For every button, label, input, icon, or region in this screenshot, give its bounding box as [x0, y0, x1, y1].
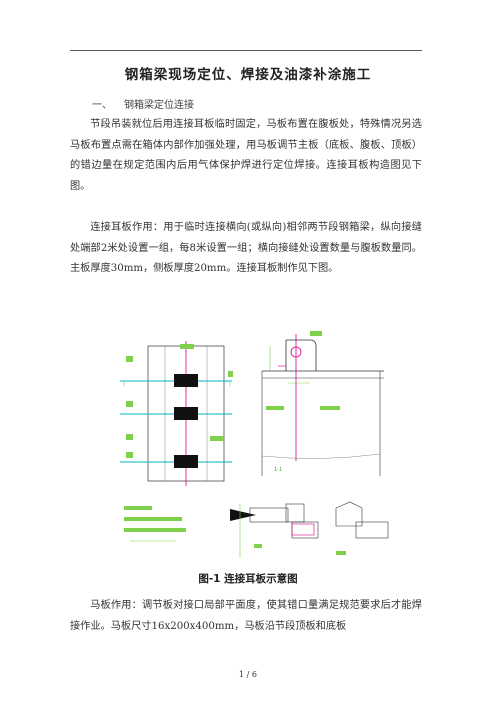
page-title: 钢箱梁现场定位、焊接及油漆补涂施工 [124, 67, 372, 83]
lug-plate-drawing: 1-1 [120, 331, 389, 558]
paragraph-2: 连接耳板作用：用于临时连接横向(或纵向)相邻两节段钢箱梁，纵向接缝处端部2米处设… [70, 218, 422, 280]
section-mark: 1-1 [274, 467, 282, 473]
elevation-view [261, 331, 384, 476]
paragraph-2-text: 连接耳板作用：用于临时连接横向(或纵向)相邻两节段钢箱梁，纵向接缝处端部2米处设… [70, 222, 422, 275]
paragraph-3-text: 马板作用：调节板对接口局部平面度，使其错口量满足规范要求后才能焊接作业。马板尺寸… [70, 600, 422, 632]
section-heading: 一、 钢箱梁定位连接 [92, 96, 194, 111]
section-number: 一、 [92, 100, 112, 111]
figure-caption: 图-1 连接耳板示意图 [198, 573, 298, 585]
paragraph-1-text: 节段吊装就位后用连接耳板临时固定，马板布置在腹板处，特殊情况另选马板布置点需在箱… [70, 119, 422, 192]
paragraph-3: 马板作用：调节板对接口局部平面度，使其错口量满足规范要求后才能焊接作业。马板尺寸… [70, 596, 422, 637]
page-number: 1 / 6 [239, 670, 257, 679]
detail-views [124, 501, 389, 558]
section-label: 钢箱梁定位连接 [124, 100, 194, 111]
paragraph-1: 节段吊装就位后用连接耳板临时固定，马板布置在腹板处，特殊情况另选马板布置点需在箱… [70, 115, 422, 197]
plan-view [120, 341, 233, 486]
header-rule [70, 50, 422, 51]
